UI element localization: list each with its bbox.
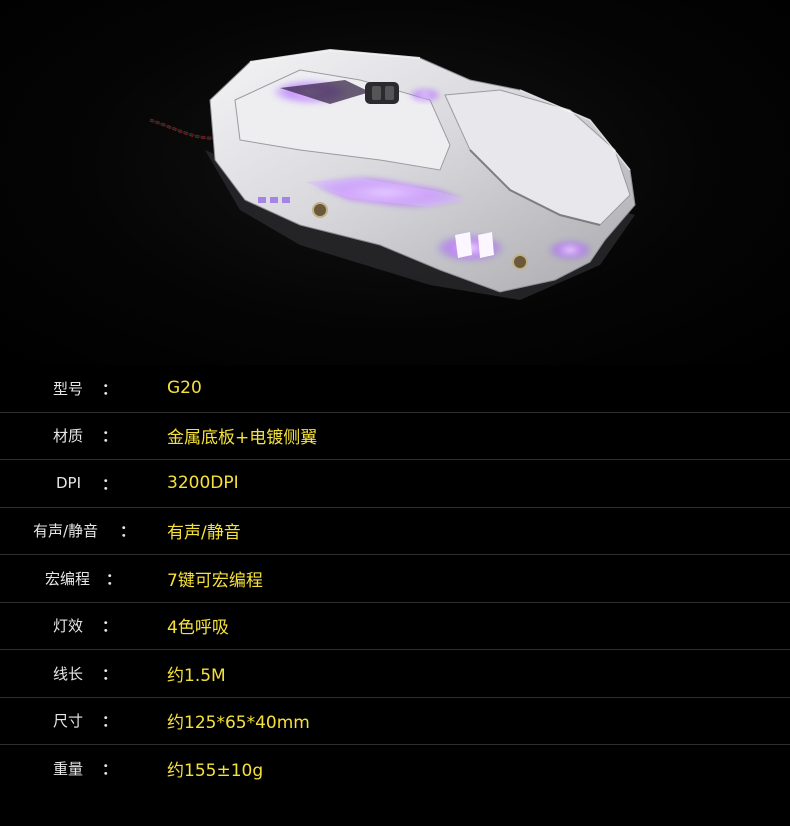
spec-value: G20 (167, 378, 202, 399)
spec-row-weight: 重量 ： 约155±10g (0, 745, 790, 793)
spec-colon: ： (102, 712, 118, 731)
spec-colon: ： (102, 474, 118, 493)
spec-label: 重量 (53, 760, 84, 779)
spec-value: 约1.5M (167, 665, 226, 686)
spec-colon: ： (106, 569, 122, 588)
spec-colon: ： (102, 379, 118, 398)
spec-row-cable: 线长 ： 约1.5M (0, 650, 790, 698)
spec-label: 型号 (53, 379, 84, 398)
spec-label: 灯效 (53, 617, 84, 636)
spec-colon: ： (102, 760, 118, 779)
spec-row-macro: 宏编程 ： 7键可宏编程 (0, 555, 790, 603)
spec-table: 型号 ： G20 材质 ： 金属底板+电镀侧翼 DPI ： 3200DPI 有声… (0, 365, 790, 793)
spec-colon: ： (102, 664, 118, 683)
spec-row-lighting: 灯效 ： 4色呼吸 (0, 603, 790, 650)
spec-value: 3200DPI (167, 473, 239, 494)
spec-label: 宏编程 (45, 569, 91, 588)
spec-value: 有声/静音 (167, 523, 241, 544)
spec-label: 材质 (53, 427, 84, 446)
spec-value: 约125*65*40mm (167, 713, 310, 734)
gaming-mouse-illustration (149, 48, 636, 300)
spec-row-material: 材质 ： 金属底板+电镀侧翼 (0, 413, 790, 460)
spec-value: 7键可宏编程 (167, 570, 263, 591)
spec-colon: ： (102, 617, 118, 636)
spec-row-size: 尺寸 ： 约125*65*40mm (0, 698, 790, 745)
spec-label: 有声/静音 (33, 522, 99, 541)
spec-label: DPI (56, 474, 82, 493)
spec-colon: ： (120, 522, 136, 541)
spec-colon: ： (102, 427, 118, 446)
spec-label: 线长 (53, 664, 84, 683)
spec-value: 金属底板+电镀侧翼 (167, 428, 318, 449)
spec-label: 尺寸 (53, 712, 84, 731)
spec-row-dpi: DPI ： 3200DPI (0, 460, 790, 508)
product-image (0, 0, 790, 365)
spec-row-sound: 有声/静音 ： 有声/静音 (0, 508, 790, 555)
spec-value: 4色呼吸 (167, 618, 229, 639)
spec-row-model: 型号 ： G20 (0, 365, 790, 413)
spec-value: 约155±10g (167, 761, 264, 782)
